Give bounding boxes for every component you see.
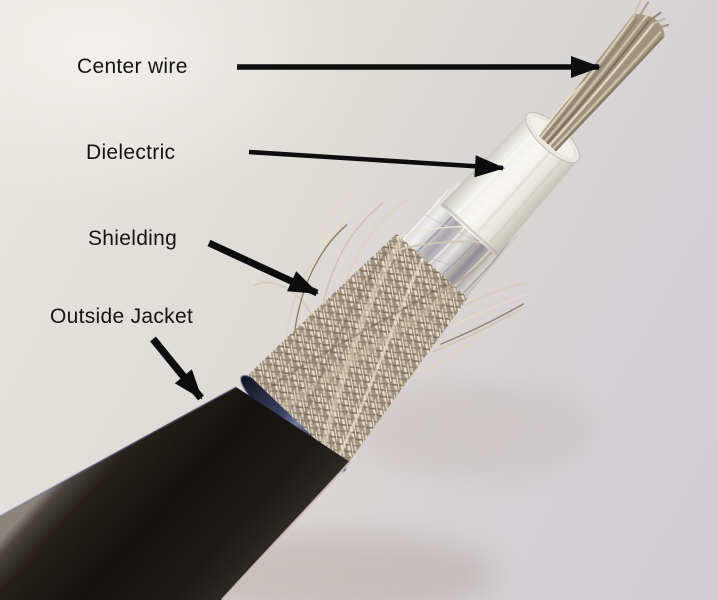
label-outside-jacket: Outside Jacket (50, 305, 194, 328)
outside-jacket-arrow (150, 336, 204, 401)
callout-arrows (150, 56, 601, 401)
label-dielectric: Dielectric (86, 141, 176, 164)
outside-jacket-part (0, 386, 351, 600)
center-wire-part (539, 0, 670, 152)
label-shielding: Shielding (88, 227, 178, 250)
shielding-arrow (207, 239, 319, 297)
dielectric-arrow (248, 149, 505, 178)
shielding-braid-part (248, 189, 528, 468)
label-center-wire: Center wire (77, 55, 188, 78)
